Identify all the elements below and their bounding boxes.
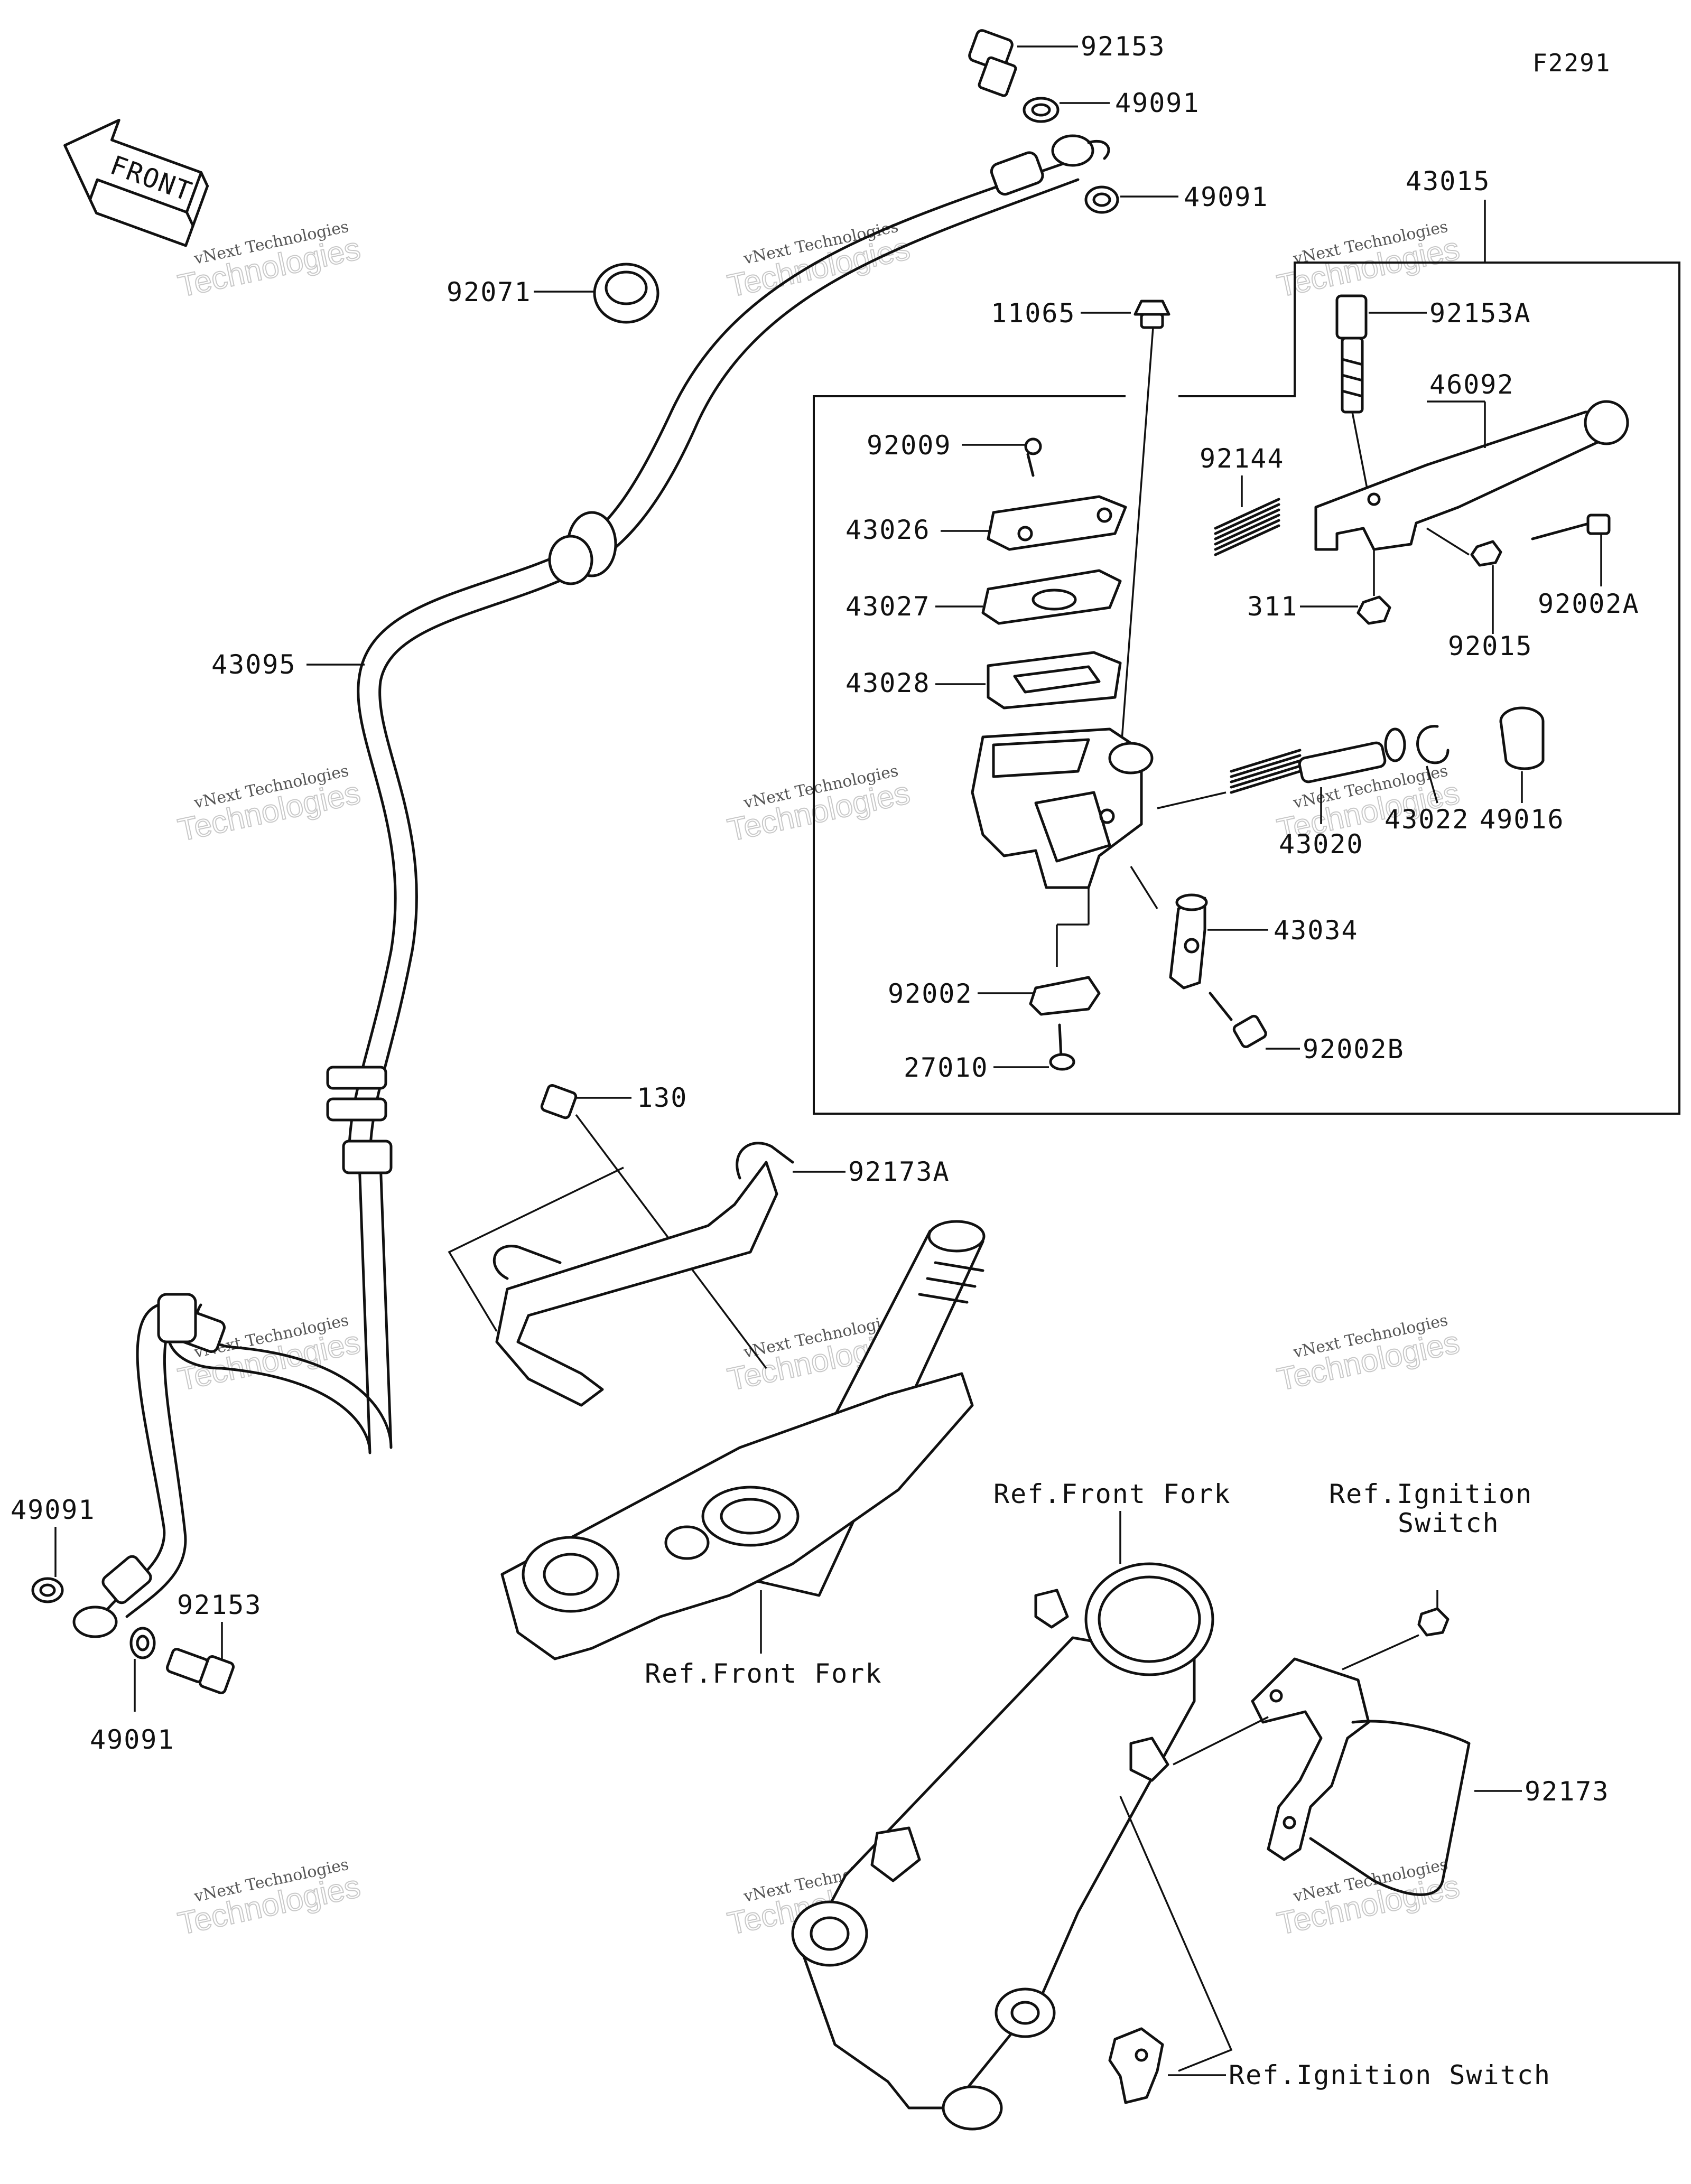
label-49091-d: 49091: [90, 1724, 175, 1755]
nut-92015: [1470, 540, 1502, 567]
lower-triple-clamp: [500, 1372, 974, 1660]
pivot-bolt-92153A: [1335, 294, 1368, 414]
master-cylinder-assembly-box: [813, 200, 1680, 1115]
label-43095: 43095: [211, 649, 296, 680]
banjo-bolt-bottom: [165, 1648, 235, 1694]
clamp-43034: [1169, 893, 1208, 990]
banjo-bolt-top: [968, 29, 1017, 97]
label-92002A: 92002A: [1538, 589, 1640, 619]
label-92153: 92153: [1081, 31, 1166, 62]
label-49091-b: 49091: [1184, 182, 1269, 212]
front-arrow-icon: FRONT: [63, 118, 209, 247]
label-27010: 27010: [904, 1052, 989, 1083]
diagram-code: F2291: [1532, 49, 1611, 77]
piston-43020: [1230, 727, 1406, 794]
front-fork-lower-tube: [791, 1562, 1214, 2131]
watermarks: vNext Technologies Technologies vNext Te…: [174, 218, 1463, 1942]
label-92153-b: 92153: [177, 1590, 262, 1620]
diaphragm-43028: [987, 651, 1122, 710]
label-43015: 43015: [1406, 166, 1491, 197]
ignition-nut-icon: [1417, 1607, 1450, 1637]
label-ref-ignition-switch-upper-2: Switch: [1398, 1508, 1500, 1538]
cap-11065: [1133, 300, 1170, 329]
nut-311: [1356, 595, 1391, 625]
label-92002B: 92002B: [1303, 1034, 1405, 1065]
switch-92002: [1029, 976, 1101, 1016]
label-92144: 92144: [1200, 443, 1285, 474]
label-49091-c: 49091: [11, 1495, 96, 1525]
label-92071: 92071: [447, 277, 532, 307]
label-49016: 49016: [1480, 804, 1565, 835]
label-43022: 43022: [1385, 804, 1470, 835]
bracket-92173: [1251, 1657, 1471, 1896]
bolt-130: [540, 1084, 578, 1119]
master-cylinder-body: [971, 727, 1154, 889]
grommet-92071: [593, 263, 659, 324]
reservoir-cap-43026: [987, 495, 1127, 551]
label-46092: 46092: [1429, 369, 1515, 400]
brake-lever-46092: [1314, 400, 1629, 551]
label-49091-a: 49091: [1115, 88, 1200, 118]
label-ref-front-fork-upper: Ref.Front Fork: [645, 1658, 882, 1689]
label-311: 311: [1247, 591, 1298, 622]
screw-92009: [1024, 437, 1042, 477]
label-43026: 43026: [846, 515, 931, 545]
label-ref-front-fork-lower: Ref.Front Fork: [993, 1479, 1231, 1509]
circlip-43022: [1416, 725, 1450, 764]
ignition-switch-bracket-lower: [1108, 2027, 1164, 2104]
label-11065: 11065: [991, 298, 1076, 329]
label-92173: 92173: [1525, 1776, 1610, 1807]
label-92173A: 92173A: [848, 1156, 950, 1187]
label-130: 130: [637, 1082, 687, 1113]
label-92009: 92009: [867, 430, 952, 461]
label-43034: 43034: [1274, 915, 1359, 946]
label-92002: 92002: [888, 978, 973, 1009]
screw-27010: [1049, 1023, 1075, 1071]
bracket-92173A: [493, 1142, 794, 1407]
label-92153A: 92153A: [1429, 298, 1531, 329]
bolt-92002A: [1531, 514, 1611, 540]
label-ref-ignition-switch-upper: Ref.Ignition: [1329, 1479, 1532, 1509]
label-43028: 43028: [846, 668, 931, 698]
dust-boot-49016: [1499, 706, 1545, 770]
spring-92144: [1214, 498, 1280, 556]
label-43020: 43020: [1279, 829, 1364, 860]
brake-hose: [72, 134, 1110, 1638]
bolt-92002B: [1209, 992, 1267, 1048]
label-43027: 43027: [846, 591, 931, 622]
diaphragm-plate-43027: [981, 569, 1122, 625]
label-92015: 92015: [1448, 631, 1533, 661]
label-ref-ignition-switch-lower: Ref.Ignition Switch: [1229, 2060, 1551, 2090]
